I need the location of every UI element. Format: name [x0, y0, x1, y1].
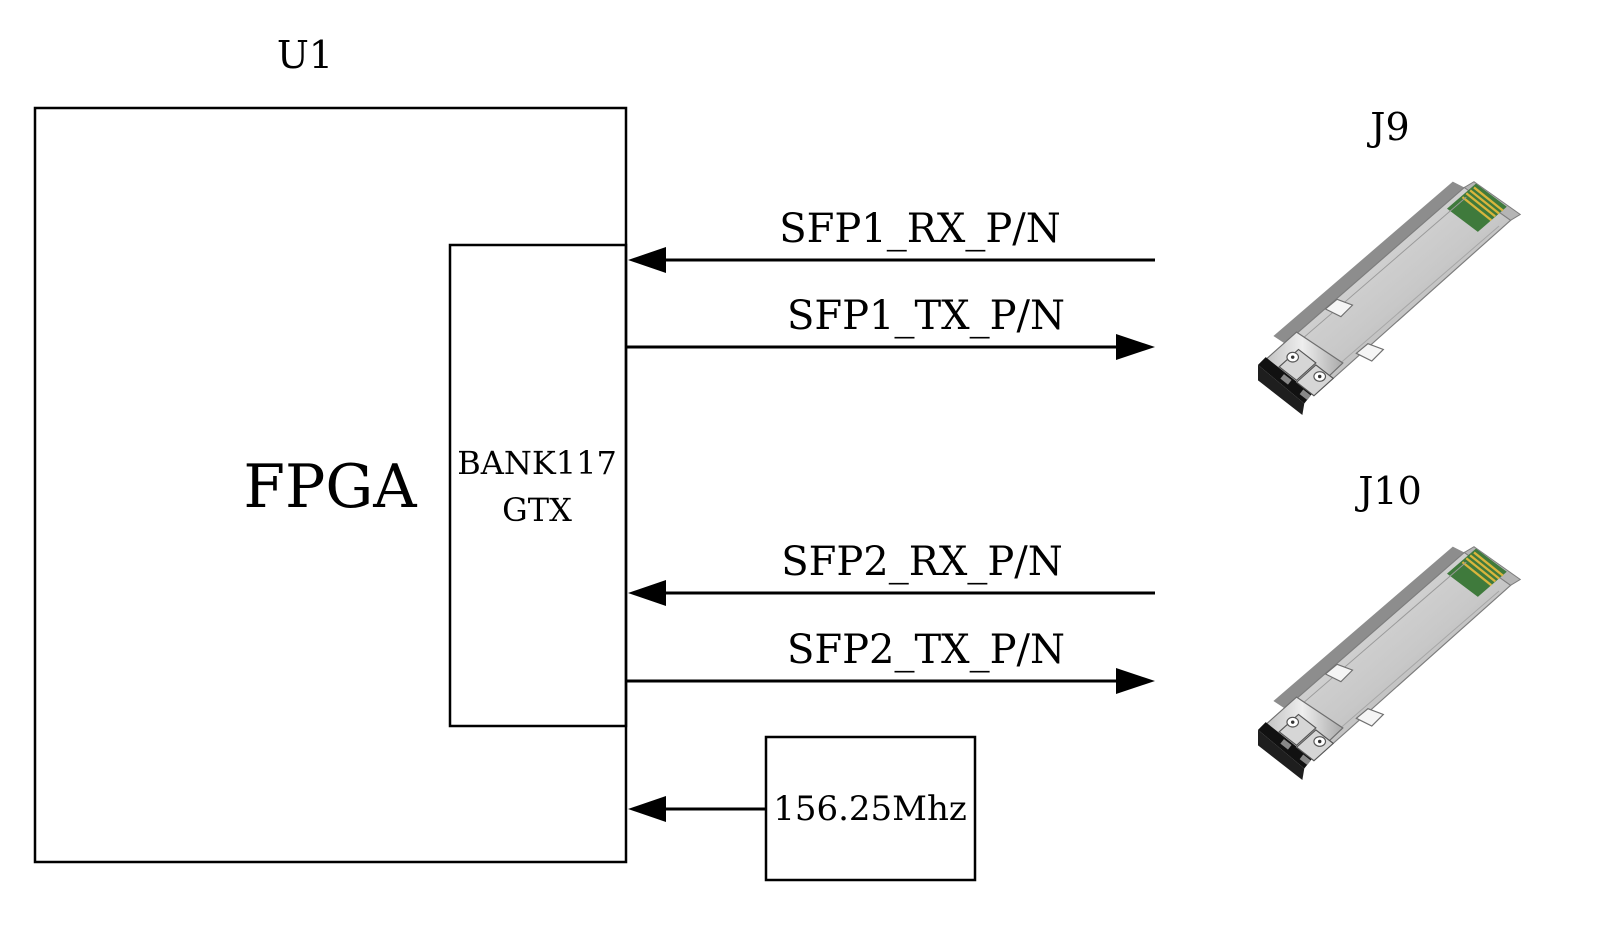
fpga-designator: U1	[277, 33, 333, 77]
connector-j10-label: J10	[1354, 469, 1422, 513]
fpga-label: FPGA	[243, 452, 417, 522]
clock-frequency-label: 156.25Mhz	[773, 789, 967, 829]
bank-label-line1: BANK117	[457, 444, 617, 482]
sfp2-rx-label: SFP2_RX_P/N	[781, 539, 1063, 585]
sfp1-rx-label: SFP1_RX_P/N	[779, 206, 1061, 252]
bank117-gtx-block	[448, 243, 628, 728]
sfp2-tx-arrow	[626, 668, 1155, 694]
sfp-transceiver-icon	[1258, 545, 1522, 782]
sfp2-rx-arrow	[628, 580, 1155, 606]
clock-arrow	[628, 796, 766, 822]
sfp1-rx-arrow	[628, 247, 1155, 273]
sfp1-tx-label: SFP1_TX_P/N	[787, 293, 1065, 339]
bank-label-line2: GTX	[502, 491, 572, 529]
sfp1-tx-arrow	[626, 334, 1155, 360]
sfp-transceiver-icon	[1258, 180, 1522, 417]
connector-j9-label: J9	[1366, 105, 1409, 149]
sfp2-tx-label: SFP2_TX_P/N	[787, 627, 1065, 673]
